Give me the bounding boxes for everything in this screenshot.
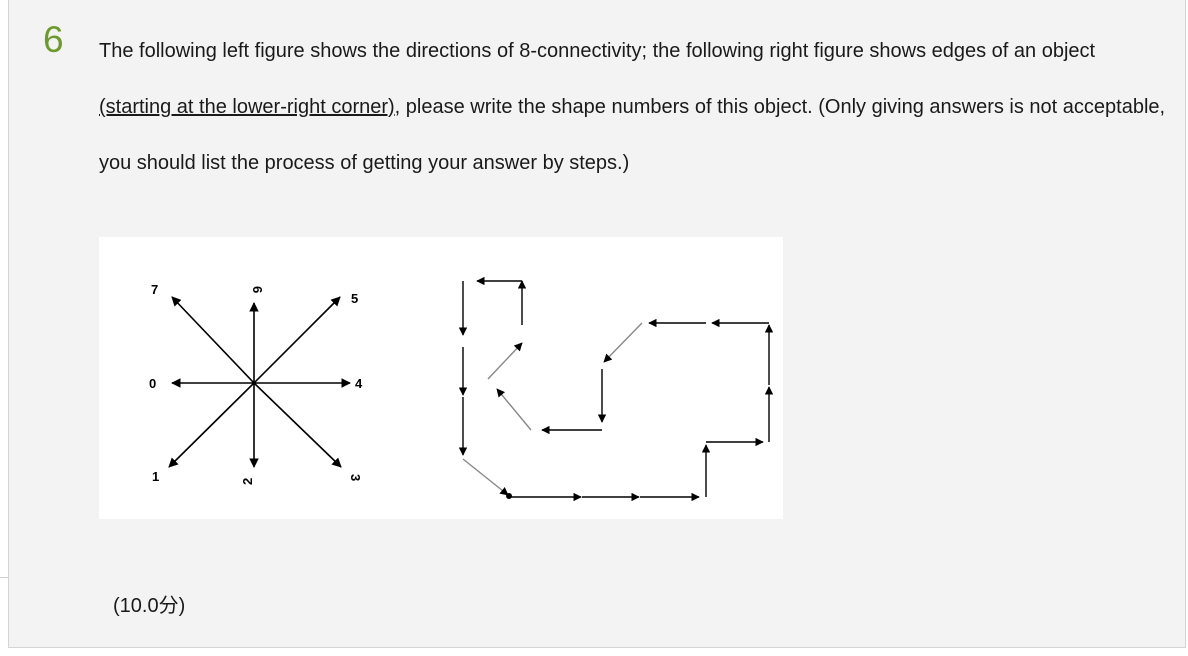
question-text-part2: , please write the shape numbers of this… xyxy=(99,96,1166,174)
direction-label-1: 1 xyxy=(152,469,159,484)
direction-label-4: 4 xyxy=(355,376,363,391)
divider-line xyxy=(0,577,9,578)
question-card: 6 The following left figure shows the di… xyxy=(8,0,1186,648)
direction-arrow-7 xyxy=(171,296,255,384)
direction-arrow-3 xyxy=(253,382,342,468)
direction-label-6: 6 xyxy=(250,286,265,293)
direction-label-7: 7 xyxy=(151,282,158,297)
question-number: 6 xyxy=(43,19,64,60)
score-label: (10.0分) xyxy=(113,595,186,617)
direction-arrow-1 xyxy=(168,382,255,468)
connectivity-diagram xyxy=(168,296,351,468)
object-edge-diagram xyxy=(458,276,774,502)
direction-label-0: 0 xyxy=(149,376,156,391)
question-text-part1: The following left figure shows the dire… xyxy=(99,40,1096,62)
question-text-underlined: (starting at the lower-right corner) xyxy=(99,96,395,118)
question-figure: 0 4 6 2 7 5 1 3 xyxy=(99,237,783,519)
figure-svg: 0 4 6 2 7 5 1 3 xyxy=(149,276,774,502)
direction-label-3: 3 xyxy=(348,474,363,481)
question-text: The following left figure shows the dire… xyxy=(99,23,1169,191)
direction-label-5: 5 xyxy=(351,291,358,306)
direction-label-2: 2 xyxy=(240,478,255,485)
direction-arrow-5 xyxy=(253,296,341,384)
start-dot xyxy=(506,493,512,499)
